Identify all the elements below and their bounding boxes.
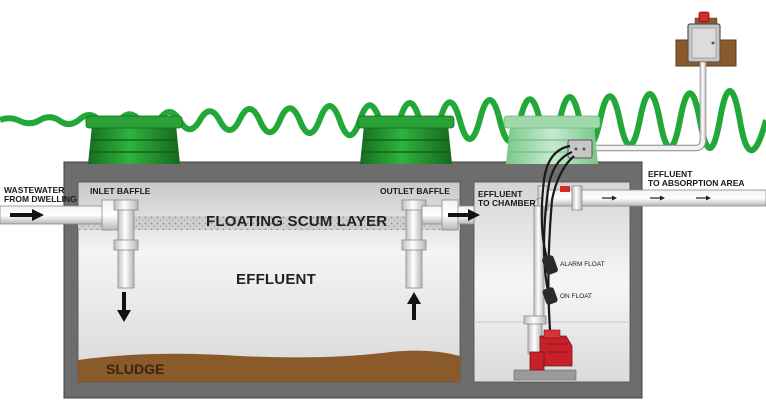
- alarm-light-icon: [698, 11, 710, 23]
- riser-middle: [357, 115, 455, 164]
- label-alarm-float: ALARM FLOAT: [560, 261, 605, 268]
- inflow-arrow-icon: [32, 209, 44, 221]
- septic-tank-interior: [77, 181, 461, 383]
- up-flow-arrow-icon: [407, 292, 421, 320]
- outlet-assembly: [401, 199, 480, 289]
- label-inlet-baffle: INLET BAFFLE: [90, 186, 151, 196]
- alarm-float-icon: [542, 255, 558, 275]
- pump-stand: [513, 369, 577, 381]
- riser-left: [85, 115, 183, 164]
- on-float-icon: [542, 287, 558, 305]
- label-wastewater-from-dwelling: WASTEWATER FROM DWELLING: [4, 185, 77, 204]
- inlet-pipe: [0, 199, 139, 289]
- label-effluent: EFFLUENT: [236, 271, 316, 288]
- label-effluent-to-chamber: EFFLUENT TO CHAMBER: [478, 189, 536, 208]
- alarm-control-panel: [592, 11, 737, 152]
- label-floating-scum-layer: FLOATING SCUM LAYER: [206, 213, 388, 230]
- label-sludge: SLUDGE: [106, 361, 165, 377]
- outflow-arrow-icon: [468, 209, 480, 221]
- down-flow-arrow-icon: [117, 292, 131, 322]
- label-on-float: ON FLOAT: [560, 293, 593, 300]
- label-outlet-baffle: OUTLET BAFFLE: [380, 186, 450, 196]
- sludge-layer: [78, 350, 460, 382]
- label-effluent-to-absorption-area: EFFLUENT TO ABSORPTION AREA: [648, 169, 745, 188]
- junction-box: [567, 139, 593, 159]
- check-valve-icon: [560, 186, 570, 192]
- floating-scum-layer: [78, 216, 460, 230]
- effluent-pump: [513, 315, 577, 381]
